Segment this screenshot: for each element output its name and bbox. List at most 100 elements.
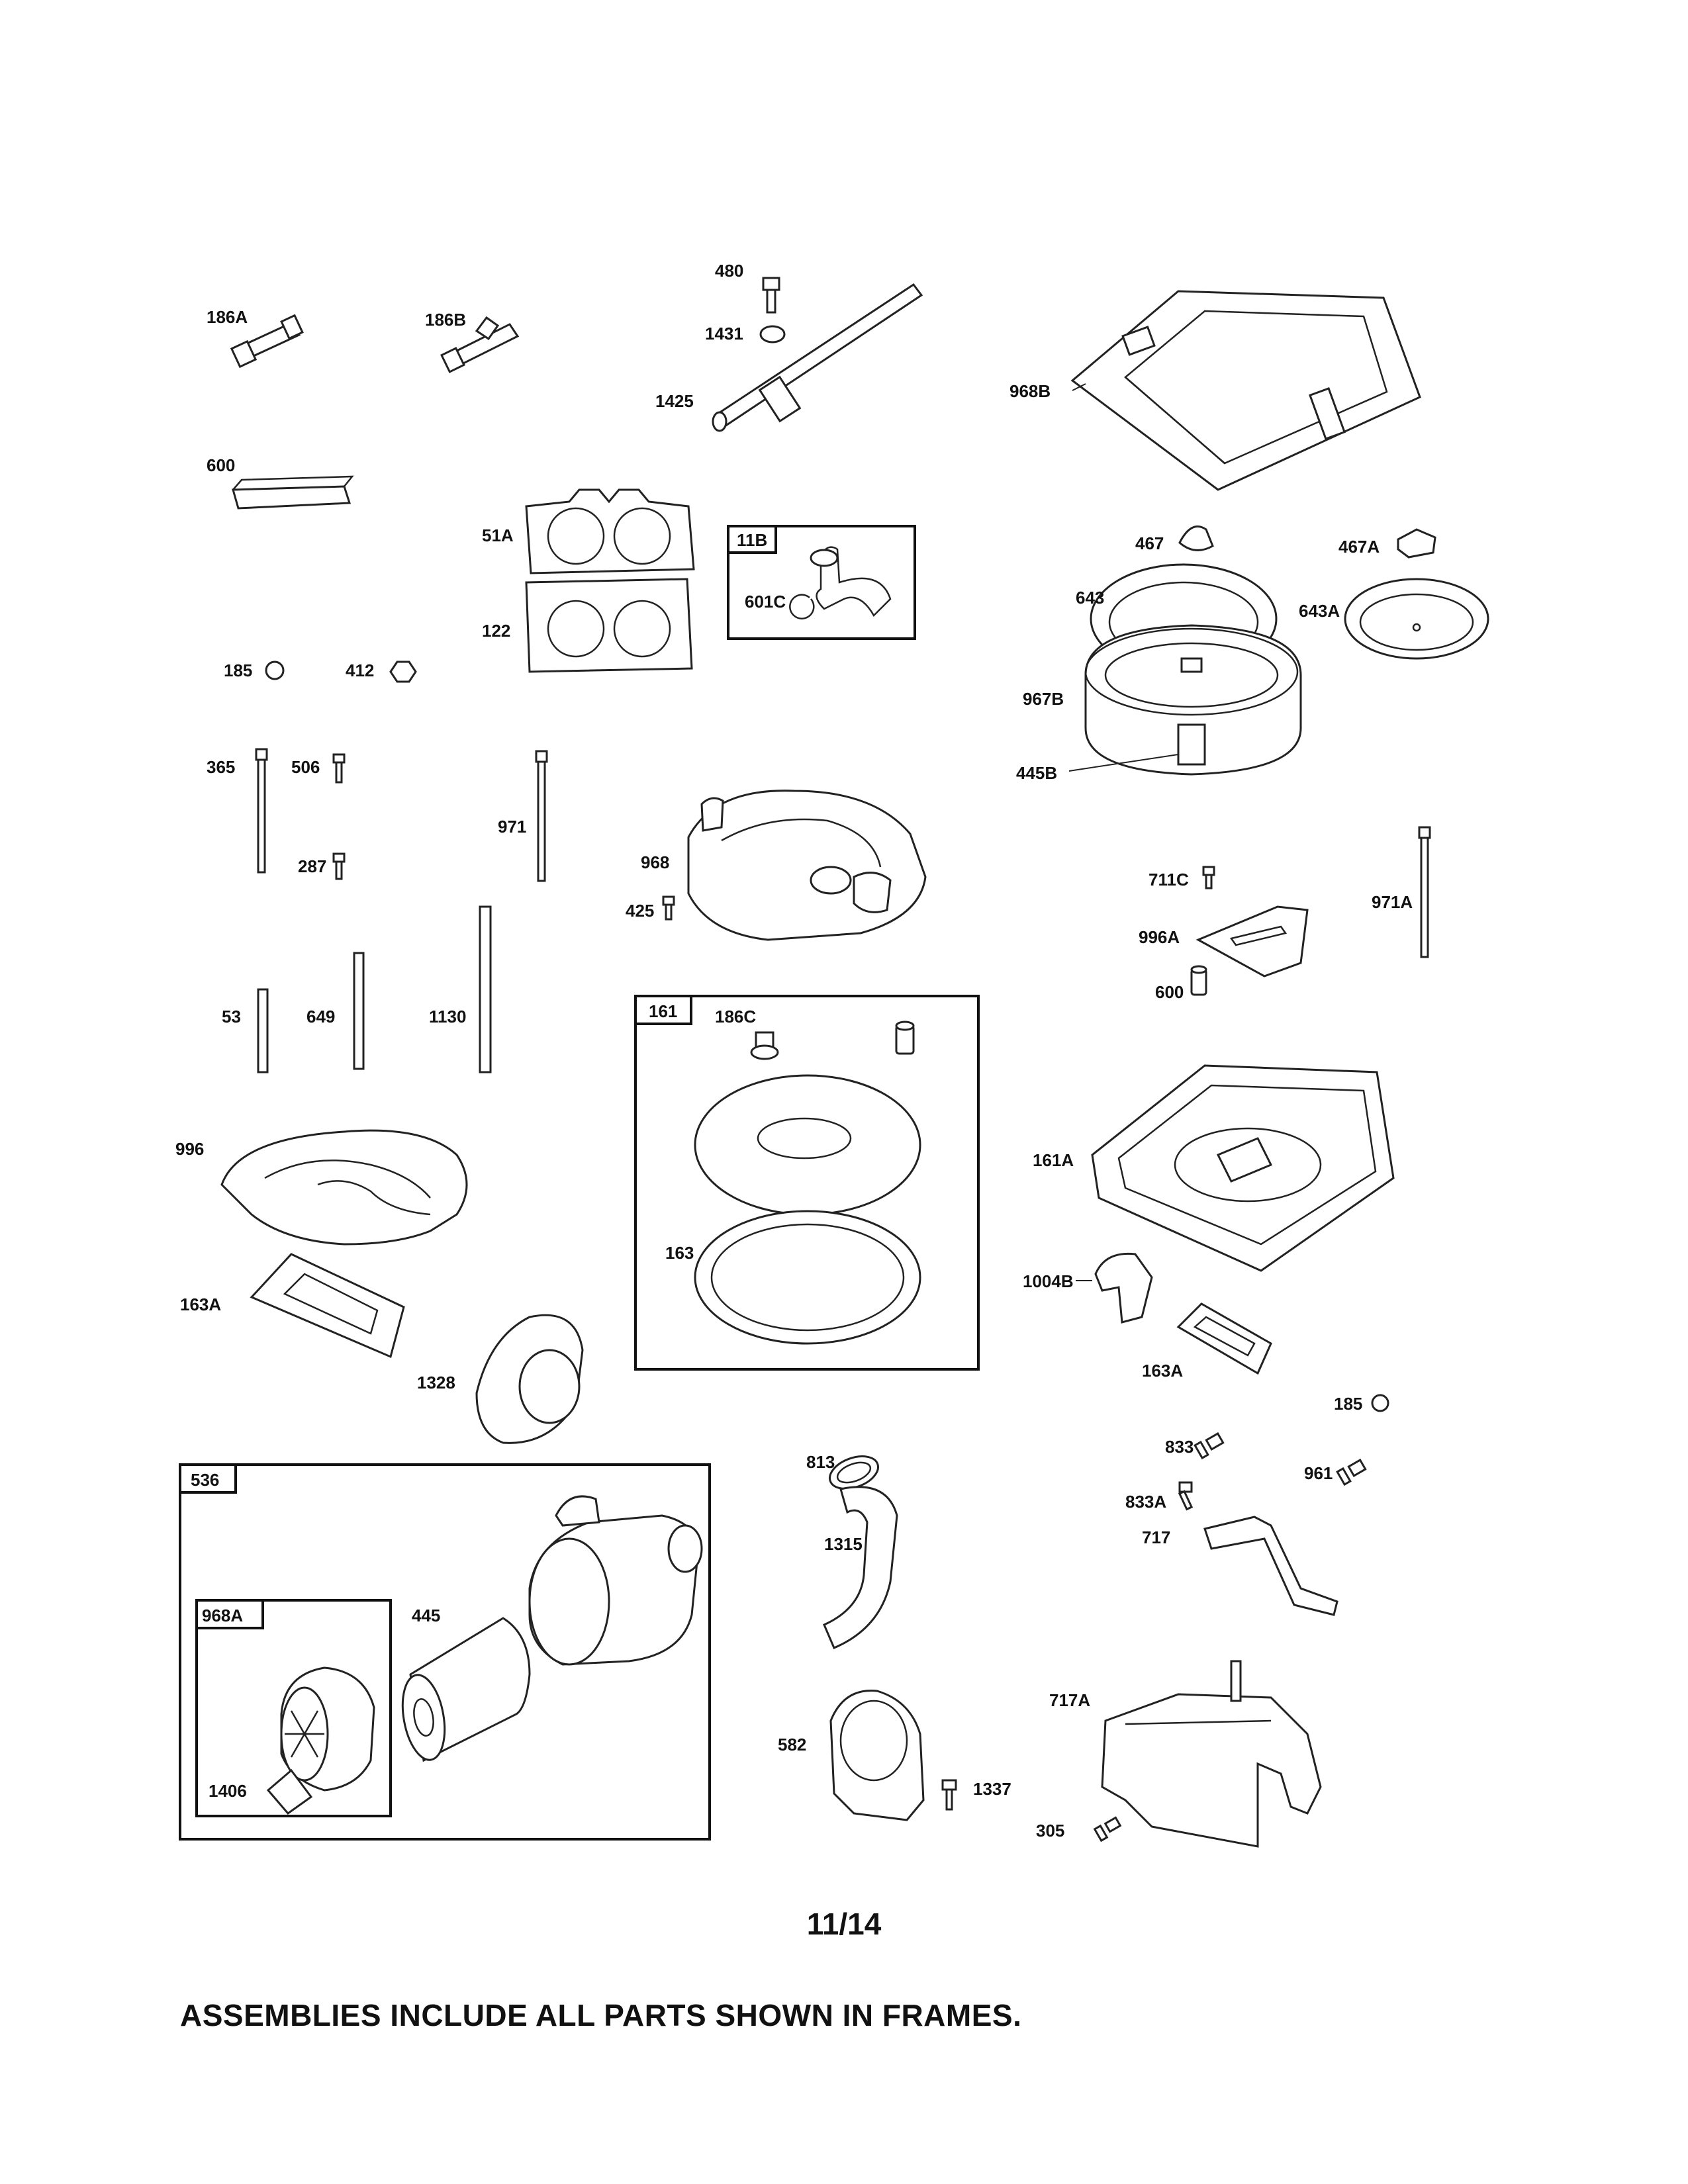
- label-536: 536: [191, 1470, 219, 1490]
- bracket-717a-drawing: [1101, 1660, 1322, 1848]
- label-161a: 161A: [1033, 1150, 1074, 1170]
- label-968a: 968A: [202, 1606, 243, 1625]
- leader-445b: [1068, 754, 1179, 772]
- bracket-582-drawing: [829, 1690, 925, 1821]
- screw-506-drawing: [332, 753, 346, 784]
- base-161a-drawing: [1091, 1064, 1395, 1272]
- nut-185b-drawing: [1371, 1394, 1389, 1412]
- label-425: 425: [626, 901, 654, 921]
- tab-968a: [195, 1599, 264, 1629]
- label-445: 445: [412, 1606, 440, 1625]
- stud-649-drawing: [353, 952, 365, 1070]
- gasket-122-drawing: [525, 578, 693, 673]
- screw-425-drawing: [662, 895, 675, 921]
- clip-467a-drawing: [1397, 528, 1436, 559]
- label-186c: 186C: [715, 1007, 756, 1026]
- screw-287-drawing: [332, 852, 346, 880]
- bolt-971-drawing: [535, 750, 548, 882]
- screw-711c-drawing: [1202, 866, 1215, 889]
- label-51a: 51A: [482, 525, 514, 545]
- label-601c: 601C: [745, 592, 786, 612]
- tab-161: [634, 995, 692, 1025]
- label-1328: 1328: [417, 1373, 455, 1392]
- page-number: 11/14: [806, 1907, 882, 1941]
- bolt-365-drawing: [255, 748, 268, 874]
- filter-body-967b-drawing: [1084, 624, 1302, 776]
- bolt-480-drawing: [762, 277, 780, 314]
- gasket-163-drawing: [694, 1210, 921, 1345]
- label-1425: 1425: [655, 391, 694, 411]
- cover-968a-drawing: [280, 1666, 375, 1792]
- label-287: 287: [298, 856, 326, 876]
- label-161: 161: [649, 1001, 677, 1021]
- label-582: 582: [778, 1735, 806, 1754]
- frame-968a: [195, 1599, 392, 1817]
- fitting-186b-drawing: [440, 316, 520, 373]
- label-163ab: 163A: [1142, 1361, 1183, 1381]
- label-813: 813: [806, 1452, 835, 1472]
- tube-1425-drawing: [712, 283, 923, 432]
- nut-185-drawing: [265, 660, 285, 680]
- label-1315: 1315: [824, 1534, 863, 1554]
- label-480: 480: [715, 261, 743, 281]
- label-967b: 967B: [1023, 689, 1064, 709]
- label-961: 961: [1304, 1463, 1333, 1483]
- label-971a: 971A: [1372, 892, 1413, 912]
- label-11b: 11B: [737, 530, 767, 550]
- label-717: 717: [1142, 1527, 1170, 1547]
- label-412: 412: [346, 660, 374, 680]
- label-1130: 1130: [429, 1007, 466, 1026]
- label-968b: 968B: [1009, 381, 1051, 401]
- label-185: 185: [224, 660, 252, 680]
- label-1004b: 1004B: [1023, 1271, 1074, 1291]
- label-717a: 717A: [1049, 1690, 1090, 1710]
- label-996: 996: [175, 1139, 204, 1159]
- screw-305-drawing: [1093, 1816, 1122, 1843]
- frame-11b: [727, 525, 916, 640]
- bracket-717-drawing: [1203, 1516, 1338, 1616]
- label-163a: 163A: [180, 1295, 221, 1314]
- spacer-600-drawing: [232, 475, 354, 510]
- label-305: 305: [1036, 1821, 1064, 1841]
- housing-968-drawing: [687, 790, 927, 941]
- gasket-163a-drawing: [250, 1253, 405, 1359]
- nut-412-drawing: [389, 660, 417, 683]
- fitting-186a-drawing: [230, 314, 304, 369]
- clip-467-drawing: [1178, 525, 1214, 551]
- elbow-1004b-drawing: [1094, 1252, 1153, 1324]
- spacer-600b-drawing: [1190, 965, 1207, 996]
- label-833: 833: [1165, 1437, 1194, 1457]
- stud-1130-drawing: [479, 905, 492, 1073]
- label-445b: 445B: [1016, 763, 1057, 783]
- fitting-186c-drawing: [750, 1031, 779, 1060]
- gasket-51a-drawing: [525, 488, 695, 574]
- label-968: 968: [641, 852, 669, 872]
- tab-536: [179, 1463, 237, 1494]
- label-163: 163: [665, 1243, 694, 1263]
- label-600: 600: [207, 455, 235, 475]
- fuel-line-11b-drawing: [789, 546, 892, 619]
- footer-note: ASSEMBLIES INCLUDE ALL PARTS SHOWN IN FR…: [180, 1998, 1022, 2032]
- screw-833a-drawing: [1178, 1481, 1194, 1511]
- tab-11b: [727, 525, 777, 554]
- screw-833-drawing: [1194, 1432, 1225, 1460]
- frame-161: [634, 995, 980, 1371]
- leader-968b: [1072, 383, 1086, 391]
- spacer-161-drawing: [895, 1021, 915, 1055]
- label-53: 53: [222, 1007, 241, 1026]
- cover-968b-drawing: [1070, 290, 1421, 491]
- cap-1328-drawing: [475, 1314, 584, 1444]
- frame-536: [179, 1463, 711, 1841]
- label-996a: 996A: [1139, 927, 1180, 947]
- filter-445-drawing: [401, 1617, 531, 1762]
- hose-1315-drawing: [823, 1486, 898, 1649]
- label-365: 365: [207, 757, 235, 777]
- bolt-971a-drawing: [1418, 826, 1431, 958]
- label-833a: 833A: [1125, 1492, 1166, 1512]
- gasket-163ab-drawing: [1176, 1302, 1272, 1375]
- label-643: 643: [1076, 588, 1104, 608]
- label-600b: 600: [1155, 982, 1184, 1002]
- label-506: 506: [291, 757, 320, 777]
- label-1431: 1431: [705, 324, 743, 343]
